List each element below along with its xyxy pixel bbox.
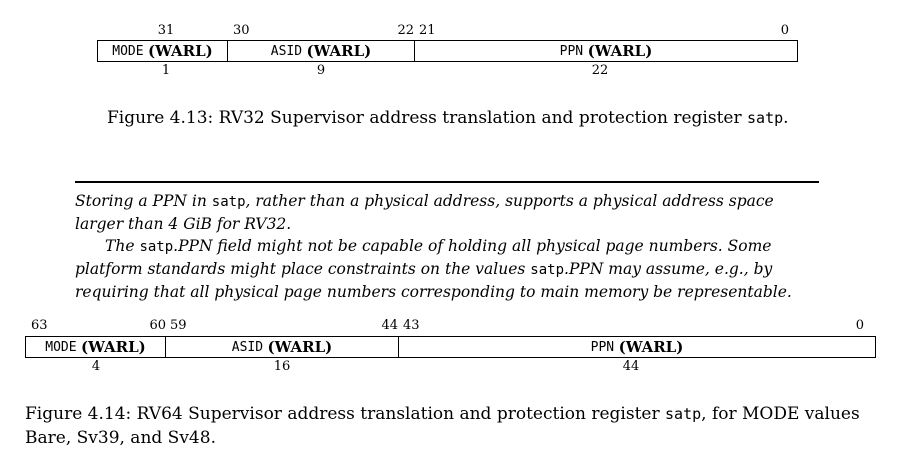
asid-field: ASID (WARL): [228, 40, 415, 62]
register-name: satp: [139, 239, 174, 255]
note-paragraph-2: The satp.PPN field might not be capable …: [75, 237, 792, 301]
figure-caption: Figure 4.14: RV64 Supervisor address tra…: [25, 404, 860, 448]
figure-caption: Figure 4.13: RV32 Supervisor address tra…: [107, 108, 789, 128]
ppn-field-name: PPN: [590, 339, 615, 355]
bit-index-44: 44: [381, 318, 398, 333]
asid-field-name: ASID: [231, 339, 264, 355]
mode-field-name: MODE: [45, 339, 77, 355]
bit-index-59: 59: [170, 318, 187, 333]
asid-field-attr: (WARL): [306, 42, 372, 60]
mode-field-attr: (WARL): [81, 338, 146, 356]
register-name: satp: [747, 109, 784, 127]
asid-width: 9: [316, 63, 326, 78]
mode-field: MODE (WARL): [25, 336, 166, 358]
bit-index-60: 60: [149, 318, 166, 333]
asid-field: ASID (WARL): [166, 336, 399, 358]
bit-index-30: 30: [233, 23, 250, 38]
ppn-field-attr: (WARL): [618, 338, 684, 356]
ppn-width: 44: [622, 359, 640, 374]
commentary-rule: [75, 181, 819, 183]
asid-width: 16: [273, 359, 291, 374]
commentary-note: Storing a PPN in satp, rather than a phy…: [75, 190, 819, 303]
ppn-field-name: PPN: [559, 43, 584, 59]
mode-field: MODE (WARL): [97, 40, 228, 62]
bit-index-0: 0: [855, 318, 864, 333]
bit-index-43: 43: [403, 318, 420, 333]
ppn-width: 22: [591, 63, 609, 78]
ppn-field-attr: (WARL): [587, 42, 653, 60]
asid-field-attr: (WARL): [267, 338, 333, 356]
bit-index-63: 63: [31, 318, 48, 333]
mode-field-attr: (WARL): [148, 42, 213, 60]
register-name: satp: [211, 194, 246, 210]
bit-index-22: 22: [397, 23, 414, 38]
ppn-field: PPN (WARL): [415, 40, 798, 62]
asid-field-name: ASID: [270, 43, 303, 59]
register-name: satp: [665, 405, 702, 423]
mode-width: 1: [161, 63, 171, 78]
register-name: satp: [530, 262, 565, 278]
bit-index-31: 31: [157, 23, 175, 38]
bit-index-21: 21: [419, 23, 436, 38]
note-paragraph-1: Storing a PPN in satp, rather than a phy…: [75, 192, 774, 233]
mode-field-name: MODE: [112, 43, 144, 59]
mode-width: 4: [91, 359, 101, 374]
bit-index-0: 0: [780, 23, 789, 38]
ppn-field: PPN (WARL): [399, 336, 876, 358]
